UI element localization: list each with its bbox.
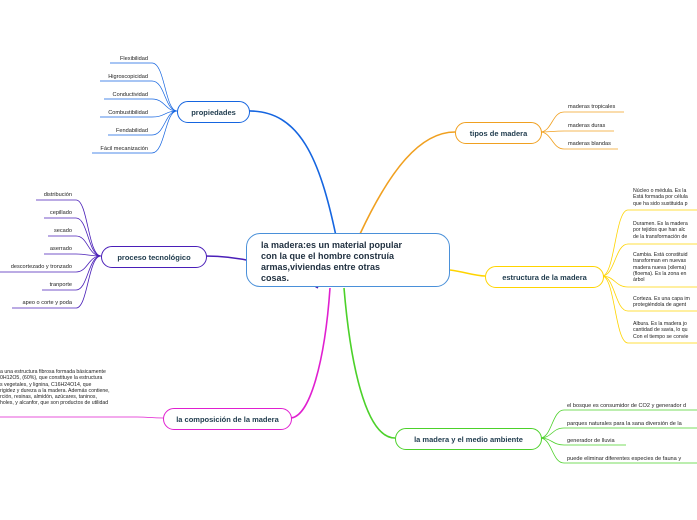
central-topic-line-3: armas,viviendas entre otras xyxy=(261,262,381,272)
albura-line-3: Con el tiempo se convie xyxy=(633,333,689,340)
central-topic-line-1: la madera:es un material popular xyxy=(261,240,403,250)
corteza-line-1: Corteza. Es una capa im xyxy=(633,296,690,302)
duramen-line-1: Duramen. Es la madera xyxy=(633,221,688,227)
topic-medio-ambiente[interactable]: la madera y el medio ambiente xyxy=(395,428,542,450)
leaf-corteza[interactable]: Corteza. Es una capa im protegiéndola de… xyxy=(633,296,697,309)
leaf-combustibilidad[interactable]: Combustibilidad xyxy=(108,110,148,116)
central-topic-line-4: cosas. xyxy=(261,273,290,283)
topic-proceso-tecnologico[interactable]: proceso tecnológico xyxy=(101,246,207,268)
leaf-nucleo[interactable]: Núcleo o médula. Es la Está formada por … xyxy=(633,188,697,207)
composicion-line-5: rción, resinas, almidón, azúcares, tanin… xyxy=(0,394,97,401)
leaf-bosque-co2[interactable]: el bosque es consumidor de CO2 y generad… xyxy=(567,403,687,409)
connector-composicion xyxy=(289,287,331,419)
cambia-line-5: árbol xyxy=(633,277,645,284)
albura-line-2: cantidad de savia, lo qu xyxy=(633,327,688,334)
leaf-distribucion[interactable]: distribución xyxy=(43,192,72,198)
connector-ambiente xyxy=(343,287,396,439)
leaves-tipos xyxy=(539,111,624,150)
leaf-cepillado[interactable]: cepillado xyxy=(49,210,72,216)
topic-propiedades[interactable]: propiedades xyxy=(177,101,250,123)
leaf-maderas-blandas[interactable]: maderas blandas xyxy=(568,141,611,147)
leaf-maderas-tropicales[interactable]: maderas tropicales xyxy=(568,104,616,110)
leaf-conductividad[interactable]: Conductividad xyxy=(112,92,148,98)
leaf-albura[interactable]: Albura. Es la madera jo cantidad de savi… xyxy=(633,321,697,340)
duramen-line-2: por tejidos que han alc xyxy=(633,227,686,234)
connector-estructura xyxy=(449,269,486,277)
composicion-line-2: 0H12O5, (60%), que constituye la estruct… xyxy=(0,375,103,382)
leaf-tranporte[interactable]: tranporte xyxy=(49,282,72,288)
topic-tipos-de-madera[interactable]: tipos de madera xyxy=(455,122,542,144)
nucleo-line-2: Está formada por célula xyxy=(633,194,688,201)
central-topic[interactable]: la madera:es un material popular con la … xyxy=(246,233,450,287)
leaves-propiedades xyxy=(92,62,178,154)
leaf-eliminar-especies[interactable]: puede eliminar diferentes especies de fa… xyxy=(567,456,682,462)
leaf-higroscopicidad[interactable]: Higroscopicidad xyxy=(108,74,148,80)
composicion-line-4: rigidez y dureza a la madera. Además con… xyxy=(0,387,110,394)
leaf-descortezado[interactable]: descortezado y tronzado xyxy=(10,264,72,270)
connector-propiedades xyxy=(247,110,337,237)
leaf-composicion-text[interactable]: a una estructura fibrosa formada básicam… xyxy=(0,369,136,407)
composicion-line-3: s vegetales, y lignina, C16H24O14, que xyxy=(0,381,92,388)
composicion-line-6: holes, y alcanfor, que son productos de … xyxy=(0,400,109,407)
cambia-line-1: Cambia. Está constituid xyxy=(633,252,688,258)
central-topic-line-2: con la que el hombre construía xyxy=(261,251,395,261)
topic-estructura[interactable]: estructura de la madera xyxy=(485,266,604,288)
leaf-aserrado[interactable]: aserrado xyxy=(49,246,72,252)
leaf-duramen[interactable]: Duramen. Es la madera por tejidos que ha… xyxy=(633,221,697,240)
leaf-fendabilidad[interactable]: Fendabilidad xyxy=(115,128,148,134)
leaf-secado[interactable]: secado xyxy=(53,228,72,234)
leaf-facil-mecanizacion[interactable]: Fácil mecanización xyxy=(100,146,148,152)
leaves-ambiente xyxy=(539,409,697,464)
leaf-apeo[interactable]: apeo o corte y poda xyxy=(22,300,72,306)
leaf-generador-lluvia[interactable]: generador de lluvia xyxy=(567,438,615,444)
leaf-maderas-duras[interactable]: maderas duras xyxy=(568,123,606,129)
composicion-line-1: a una estructura fibrosa formada básicam… xyxy=(0,369,106,375)
connector-tipos xyxy=(359,131,456,235)
leaves-proceso xyxy=(0,199,102,309)
leaf-flexibilidad[interactable]: Flexibilidad xyxy=(120,56,148,62)
albura-line-1: Albura. Es la madera jo xyxy=(633,321,687,327)
cambia-line-2: transforman en nuevas xyxy=(633,258,687,265)
topic-composicion[interactable]: la composición de la madera xyxy=(163,408,292,430)
leaf-parques-naturales[interactable]: parques naturales para la sana diversión… xyxy=(567,421,682,427)
duramen-line-3: de la transformación de xyxy=(633,233,688,240)
leaves-estructura xyxy=(601,209,697,344)
leaves-composicion xyxy=(0,416,164,419)
leaf-cambia[interactable]: Cambia. Está constituid transforman en n… xyxy=(633,252,697,283)
cambia-line-3: madera nueva (xilema) xyxy=(633,264,687,271)
cambia-line-4: (floema). Es la zona en xyxy=(633,270,687,277)
corteza-line-2: protegiéndola de agent xyxy=(633,302,687,309)
nucleo-line-1: Núcleo o médula. Es la xyxy=(633,188,687,194)
nucleo-line-3: que ha sido sustituida p xyxy=(633,200,688,207)
